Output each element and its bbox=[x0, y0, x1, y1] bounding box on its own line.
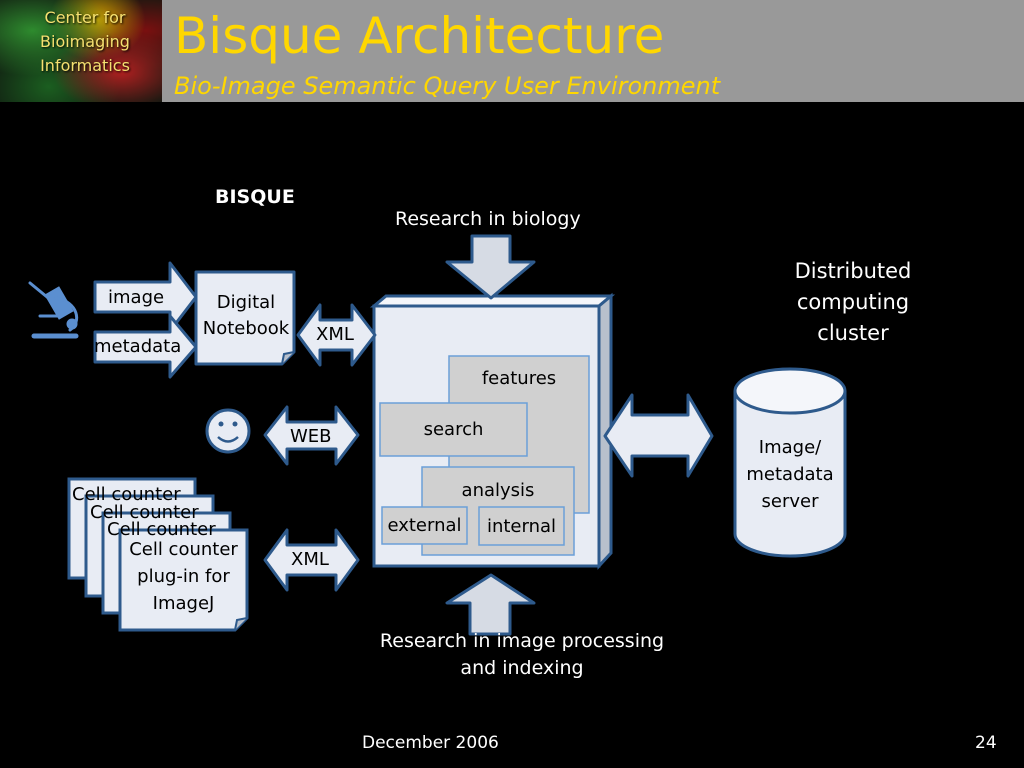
plugin-front-line-2: plug-in for bbox=[137, 566, 230, 587]
microscope-icon bbox=[28, 281, 79, 339]
internal-module bbox=[478, 506, 565, 546]
image-arrow-label: image bbox=[108, 287, 165, 308]
logo-line-2: Bioimaging bbox=[40, 32, 130, 51]
up-arrow bbox=[445, 573, 536, 636]
search-module bbox=[379, 402, 528, 457]
research-processing-line-1: Research in image processing bbox=[379, 630, 665, 652]
server-line-2: metadata bbox=[746, 464, 834, 485]
down-arrow bbox=[445, 234, 536, 300]
plugin-back-2-label: Cell counter bbox=[90, 502, 199, 523]
research-processing-label: Research in image processing and indexin… bbox=[362, 628, 682, 682]
smiley-face-icon bbox=[205, 408, 251, 454]
cluster-line-3: cluster bbox=[817, 321, 889, 345]
plugin-front-line-3: ImageJ bbox=[152, 593, 215, 614]
slide-number: 24 bbox=[975, 733, 997, 753]
slide-title: Bisque Architecture bbox=[174, 7, 665, 65]
cluster-double-arrow bbox=[603, 393, 714, 478]
web-double-arrow bbox=[263, 405, 360, 466]
server-label: Image/ metadata server bbox=[735, 434, 845, 515]
plugin-front-label: Cell counter plug-in for ImageJ bbox=[120, 536, 247, 617]
research-processing-line-2: and indexing bbox=[460, 657, 584, 679]
bisque-label: BISQUE bbox=[215, 186, 295, 208]
digital-notebook-label: Digital Notebook bbox=[196, 290, 296, 342]
search-label: search bbox=[423, 419, 484, 440]
metadata-arrow-label: metadata bbox=[94, 336, 182, 357]
plugin-back-1-label: Cell counter bbox=[72, 484, 181, 505]
xml-bottom-double-arrow bbox=[263, 528, 360, 592]
footer-date: December 2006 bbox=[362, 733, 499, 753]
metadata-arrow bbox=[93, 314, 198, 379]
analysis-label: analysis bbox=[461, 480, 535, 501]
metadata-server-cylinder bbox=[733, 367, 847, 558]
plugin-back-3-label: Cell counter bbox=[107, 519, 216, 540]
digital-notebook-line-1: Digital bbox=[216, 292, 276, 313]
server-line-1: Image/ bbox=[758, 437, 822, 458]
xml-bottom-label: XML bbox=[291, 549, 329, 570]
header-bar bbox=[0, 0, 1024, 102]
logo-text: Center for Bioimaging Informatics bbox=[0, 6, 170, 78]
cbi-logo: Center for Bioimaging Informatics bbox=[0, 0, 162, 102]
xml-top-label: XML bbox=[316, 324, 354, 345]
external-module bbox=[381, 506, 468, 545]
distributed-cluster-label: Distributed computing cluster bbox=[763, 256, 943, 349]
slide-subtitle: Bio-Image Semantic Query User Environmen… bbox=[174, 72, 721, 100]
logo-line-1: Center for bbox=[44, 8, 126, 27]
external-label: external bbox=[387, 515, 462, 536]
web-label: WEB bbox=[290, 426, 332, 447]
logo-line-3: Informatics bbox=[40, 56, 130, 75]
internal-label: internal bbox=[486, 516, 557, 537]
image-arrow bbox=[93, 261, 198, 333]
cluster-line-1: Distributed bbox=[794, 259, 912, 283]
research-biology-label: Research in biology bbox=[395, 208, 581, 230]
xml-top-double-arrow bbox=[296, 303, 377, 367]
server-line-3: server bbox=[761, 491, 819, 512]
features-label: features bbox=[481, 368, 557, 389]
plugin-front-line-1: Cell counter bbox=[129, 539, 238, 560]
digital-notebook-line-2: Notebook bbox=[202, 318, 290, 339]
cluster-line-2: computing bbox=[796, 290, 910, 314]
